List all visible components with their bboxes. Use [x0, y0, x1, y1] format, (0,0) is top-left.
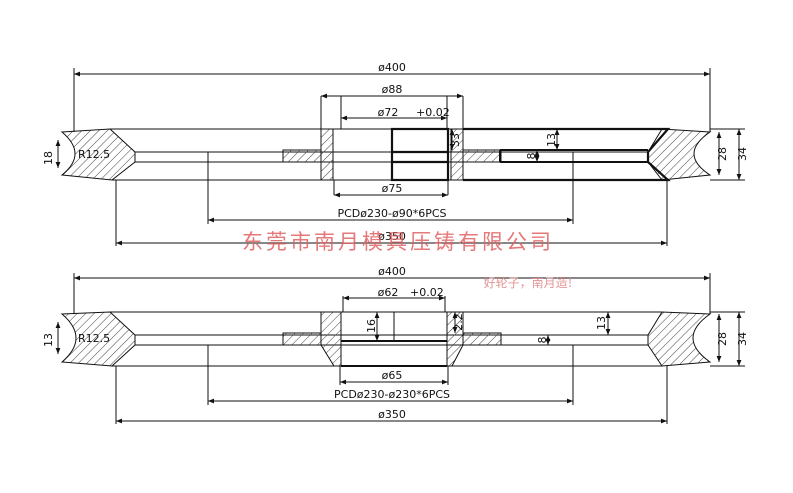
bottom-dim-bore-top-suffix: +0.02 — [410, 286, 444, 299]
bottom-dim-outer: ø400 — [378, 265, 406, 278]
top-dim-outer: ø400 — [378, 61, 406, 74]
bottom-dim-web-inner: 8 — [536, 337, 549, 344]
bottom-dim-bore-top: ø62 — [378, 286, 399, 299]
bottom-dim-hub-height: 16 — [365, 319, 378, 333]
top-dim-rim-inner: 28 — [716, 147, 729, 161]
top-dim-bore-bottom: ø75 — [382, 182, 403, 195]
bottom-dim-web-thickness: 13 — [595, 316, 608, 330]
top-view — [55, 68, 745, 246]
top-dim-rim: ø350 — [378, 230, 406, 243]
bottom-view — [55, 273, 745, 424]
bottom-dim-bore-bottom: ø65 — [382, 369, 403, 382]
top-dim-hub-outer: ø88 — [382, 83, 403, 96]
bottom-dim-rim-height-left: 13 — [42, 333, 55, 347]
top-wheel-outline — [60, 68, 712, 246]
watermark-slogan: 好轮子，南月造! — [484, 275, 573, 290]
bottom-dim-groove: R12.5 — [78, 332, 110, 345]
top-dim-web-thickness: 13 — [545, 133, 558, 147]
top-dim-web-inner: 8 — [525, 153, 538, 160]
bottom-dim-rim: ø350 — [378, 408, 406, 421]
top-dim-bore-top-suffix: +0.02 — [416, 106, 450, 119]
bottom-dim-rim-inner: 28 — [716, 332, 729, 346]
top-dim-rim-outer: 34 — [736, 147, 749, 161]
watermark-company: 东莞市南月模具压铸有限公司 — [242, 230, 554, 254]
top-dim-hub-step: 33 — [449, 133, 462, 147]
top-dim-groove: R12.5 — [78, 148, 110, 161]
bottom-dim-pcd: PCDø230-ø230*6PCS — [334, 388, 450, 401]
top-dim-rim-height-left: 18 — [42, 151, 55, 165]
bottom-dim-hub-step: 2.2 — [452, 313, 465, 331]
top-dim-bore-top: ø72 — [378, 106, 399, 119]
bottom-dim-rim-outer: 34 — [736, 332, 749, 346]
top-dim-pcd: PCDø230-ø90*6PCS — [337, 207, 446, 220]
bottom-wheel-outline — [60, 273, 745, 424]
